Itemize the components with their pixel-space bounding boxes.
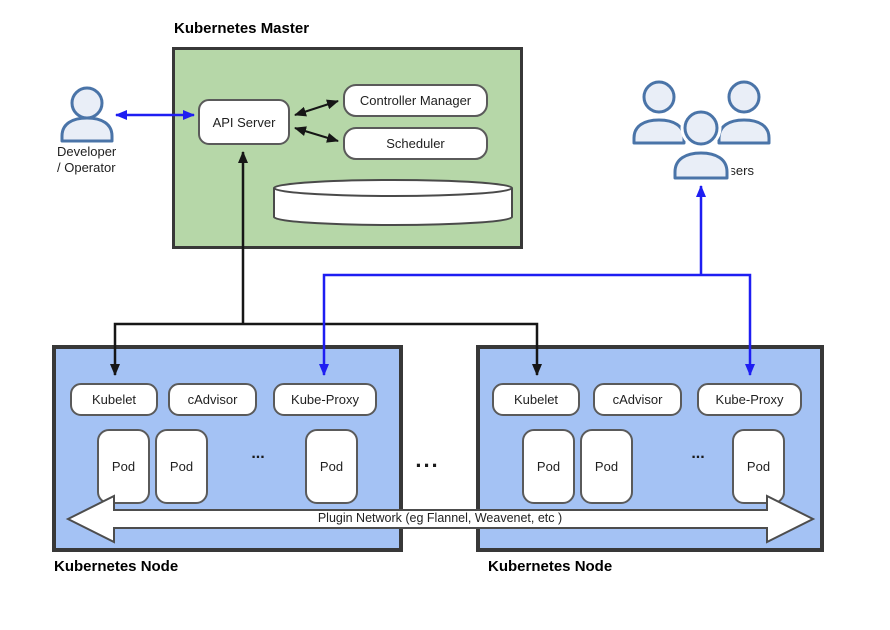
developer-icon [60,86,114,143]
node-right-kube-proxy-box: Kube-Proxy [697,383,802,416]
node-right-title: Kubernetes Node [488,558,613,575]
etcd-label: etcd [380,195,406,210]
node-right-pod: Pod [580,429,633,504]
node-left-kube-proxy-box: Kube-Proxy [273,383,377,416]
node-left-pod: Pod [97,429,150,504]
controller-manager-box: Controller Manager [343,84,488,117]
node-left-title: Kubernetes Node [54,558,179,575]
developer-label: Developer / Operator [57,144,116,176]
scheduler-box: Scheduler [343,127,488,160]
node-right-pod: Pod [732,429,785,504]
users-label: Users [720,163,754,178]
developer-label-line2: / Operator [57,160,116,175]
developer-label-line1: Developer [57,144,117,159]
node-right-pod-ellipsis: ... [691,445,705,462]
node-right-cadvisor-box: cAdvisor [593,383,682,416]
node-left-cadvisor-box: cAdvisor [168,383,257,416]
node-left-pod-ellipsis: ... [251,445,265,462]
between-nodes-ellipsis: ... [415,447,440,472]
node-left-pod: Pod [155,429,208,504]
api-server-box: API Server [198,99,290,145]
node-left-kubelet-box: Kubelet [70,383,158,416]
node-left-pod: Pod [305,429,358,504]
node-right-kubelet-box: Kubelet [492,383,580,416]
master-title: Kubernetes Master [174,20,310,37]
plugin-network-label: Plugin Network (eg Flannel, Weavenet, et… [317,511,563,525]
node-right-pod: Pod [522,429,575,504]
